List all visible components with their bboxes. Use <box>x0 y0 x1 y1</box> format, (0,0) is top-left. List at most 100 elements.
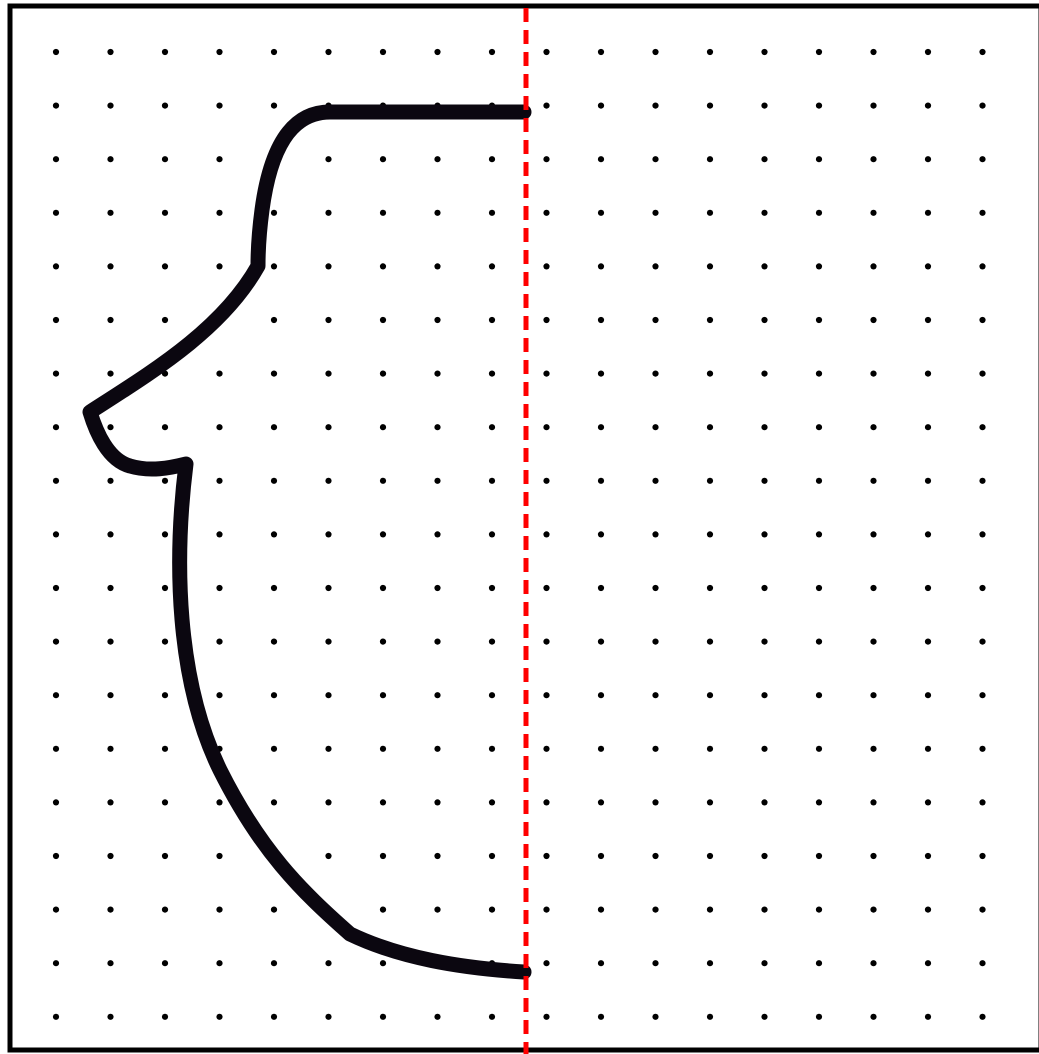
grid-dot <box>216 1014 222 1020</box>
grid-dot <box>434 799 440 805</box>
grid-dot <box>162 49 168 55</box>
grid-dot <box>598 156 604 162</box>
grid-dot <box>870 799 876 805</box>
grid-dot <box>816 907 822 913</box>
grid-dot <box>925 692 931 698</box>
grid-dot <box>434 49 440 55</box>
grid-dot <box>870 478 876 484</box>
grid-dot <box>271 746 277 752</box>
grid-dot <box>761 692 767 698</box>
grid-dot <box>543 210 549 216</box>
grid-dot <box>979 692 985 698</box>
grid-dot <box>925 960 931 966</box>
grid-dot <box>325 799 331 805</box>
grid-dot <box>870 692 876 698</box>
grid-dot <box>107 960 113 966</box>
grid-dot <box>925 478 931 484</box>
grid-dot <box>652 799 658 805</box>
grid-dot <box>380 799 386 805</box>
grid-dot <box>162 156 168 162</box>
grid-dot <box>652 531 658 537</box>
grid-dot <box>598 746 604 752</box>
grid-dot <box>543 478 549 484</box>
grid-dot <box>53 853 59 859</box>
grid-dot <box>489 585 495 591</box>
grid-dot <box>543 853 549 859</box>
grid-dot <box>380 156 386 162</box>
grid-dot <box>380 478 386 484</box>
grid-dot <box>761 746 767 752</box>
grid-dot <box>598 853 604 859</box>
grid-dot <box>489 799 495 805</box>
grid-dot <box>652 103 658 109</box>
grid-dot <box>434 156 440 162</box>
grid-dot <box>271 317 277 323</box>
grid-dot <box>162 210 168 216</box>
grid-dot <box>325 960 331 966</box>
grid-dot <box>761 103 767 109</box>
grid-dot <box>925 210 931 216</box>
grid-dot <box>707 317 713 323</box>
grid-dot <box>707 907 713 913</box>
grid-dot <box>53 639 59 645</box>
grid-dot <box>979 263 985 269</box>
grid-dot <box>325 156 331 162</box>
grid-dot <box>652 478 658 484</box>
grid-dot <box>870 210 876 216</box>
grid-dot <box>216 424 222 430</box>
grid-dot <box>761 853 767 859</box>
grid-dot <box>979 49 985 55</box>
grid-dot <box>107 263 113 269</box>
grid-dot <box>325 478 331 484</box>
grid-dot <box>489 424 495 430</box>
grid-dot <box>380 1014 386 1020</box>
grid-dot <box>216 585 222 591</box>
grid-dot <box>816 960 822 966</box>
grid-dot <box>325 531 331 537</box>
grid-dot <box>925 585 931 591</box>
grid-dot <box>325 210 331 216</box>
grid-dot <box>325 692 331 698</box>
grid-dot <box>543 585 549 591</box>
grid-dot <box>380 531 386 537</box>
grid-dot <box>761 478 767 484</box>
grid-dot <box>816 639 822 645</box>
grid-dot <box>489 371 495 377</box>
grid-dot <box>434 317 440 323</box>
grid-dot <box>216 692 222 698</box>
grid-dot <box>925 639 931 645</box>
grid-dot <box>816 1014 822 1020</box>
grid-dot <box>434 853 440 859</box>
grid-dot <box>489 49 495 55</box>
grid-dot <box>652 210 658 216</box>
grid-dot <box>271 263 277 269</box>
grid-dot <box>598 478 604 484</box>
grid-dot <box>925 263 931 269</box>
grid-dot <box>325 746 331 752</box>
grid-dot <box>925 531 931 537</box>
grid-dot <box>979 853 985 859</box>
grid-dot <box>271 692 277 698</box>
grid-dot <box>979 156 985 162</box>
grid-dot <box>489 1014 495 1020</box>
grid-dot <box>434 263 440 269</box>
grid-dot <box>216 853 222 859</box>
grid-dot <box>53 156 59 162</box>
grid-dot <box>107 478 113 484</box>
grid-dot <box>707 960 713 966</box>
grid-dot <box>489 639 495 645</box>
grid-dot <box>271 1014 277 1020</box>
grid-dot <box>216 263 222 269</box>
grid-dot <box>216 907 222 913</box>
grid-dot <box>325 424 331 430</box>
grid-dot <box>816 746 822 752</box>
grid-dot <box>707 1014 713 1020</box>
grid-dot <box>107 639 113 645</box>
grid-dot <box>216 49 222 55</box>
grid-dot <box>652 424 658 430</box>
grid-dot <box>707 799 713 805</box>
grid-dot <box>870 103 876 109</box>
grid-dot <box>652 960 658 966</box>
grid-dot <box>761 424 767 430</box>
grid-dot <box>925 1014 931 1020</box>
